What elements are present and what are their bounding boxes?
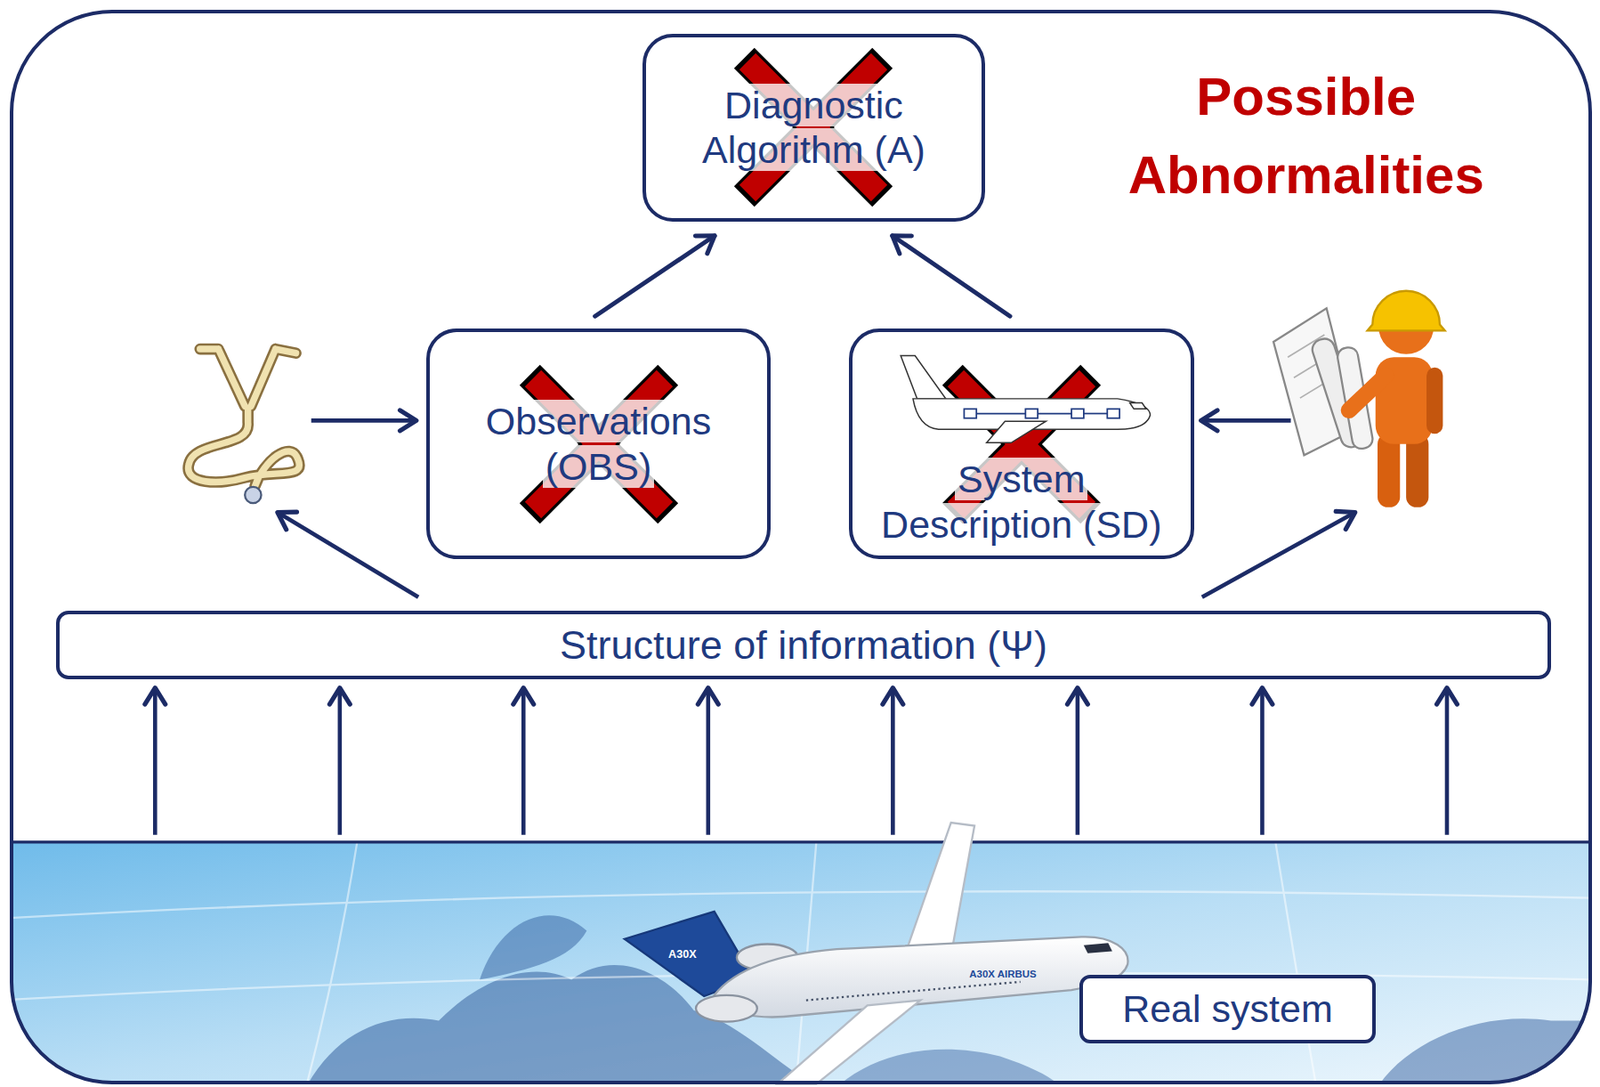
engineer-icon [1273, 290, 1446, 508]
information-band: Structure of information (Ψ) [56, 610, 1552, 679]
map-border [9, 840, 1592, 843]
node-label: Real system [1119, 986, 1336, 1030]
stethoscope-icon [188, 348, 300, 503]
node-label: Structure of information (Ψ) [557, 622, 1051, 668]
error-cross [938, 361, 1104, 526]
process-box: System Description (SD) [848, 328, 1195, 559]
heading: Possible Abnormalities [1083, 57, 1529, 215]
process-box: Diagnostic Algorithm (A) [642, 33, 985, 222]
node-label: System Description (SD) [878, 457, 1164, 546]
aircraft-marking: A30X AIRBUS [969, 969, 1036, 979]
flow-arrow [892, 235, 1011, 316]
text-block: Observations (OBS) [440, 398, 756, 489]
aircraft-schematic [892, 347, 1154, 445]
outer-frame: Possible Abnormalities Diagnostic Algorit… [9, 9, 1592, 1083]
text-block: System Description (SD) [863, 456, 1180, 547]
process-box: Observations (OBS) [426, 328, 770, 559]
error-cross [516, 361, 681, 526]
text-block: Structure of information (Ψ) [70, 621, 1537, 669]
flow-arrow [595, 235, 715, 316]
node-label: Diagnostic Algorithm (A) [699, 83, 929, 172]
node-label: Observations (OBS) [483, 399, 714, 488]
label-box: Real system [1079, 974, 1376, 1043]
text-block: Real system [1093, 985, 1362, 1032]
text-block: Diagnostic Algorithm (A) [656, 82, 970, 173]
aircraft-marking: A30X [668, 948, 697, 961]
airliner [624, 822, 1129, 1083]
map-background [9, 841, 1592, 1084]
